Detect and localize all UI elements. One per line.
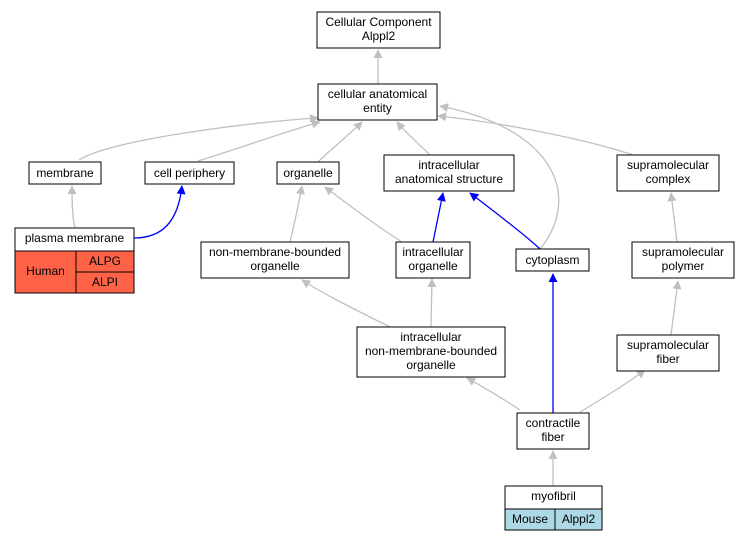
node-label-line2: complex (646, 172, 691, 186)
edge-cytoplasm-to-cae (439, 103, 560, 250)
node-myofibril[interactable]: myofibril Mouse Alppl2 (504, 485, 603, 531)
edge-smp-to-smc (667, 192, 678, 243)
edge-smc-to-cae (437, 112, 637, 157)
node-label-line1: non-membrane-bounded (209, 245, 341, 259)
node-label-line2: non-membrane-bounded (365, 344, 497, 358)
node-title: myofibril (531, 489, 576, 503)
node-label-line2: fiber (541, 430, 564, 444)
node-supramolecular-complex[interactable]: supramolecular complex (616, 154, 720, 192)
species-label: Human (26, 264, 65, 278)
node-title: plasma membrane (25, 231, 125, 245)
node-plasma-membrane[interactable]: plasma membrane Human ALPG ALPI (14, 227, 135, 294)
node-label: organelle (283, 166, 333, 180)
edge-inmbo-to-io (427, 278, 437, 328)
node-label: cytoplasm (525, 253, 579, 267)
gene-cell (554, 508, 603, 531)
node-label-line2: organelle (408, 259, 458, 273)
node-supramolecular-fiber[interactable]: supramolecular fiber (616, 334, 720, 372)
node-label-line1: contractile (526, 416, 581, 430)
node-label-line1: intracellular (400, 330, 461, 344)
node-label-line1: supramolecular (642, 245, 724, 259)
edge-membrane-to-cae (78, 113, 319, 161)
edge-inmbo-to-nmbo (301, 279, 391, 328)
node-label: membrane (36, 166, 94, 180)
edge-io-to-ias (432, 192, 446, 243)
edge-pm-to-membrane (67, 185, 77, 229)
node-label: cell periphery (154, 166, 225, 180)
edge-organelle-to-cae (317, 121, 363, 163)
node-cell-periphery[interactable]: cell periphery (144, 161, 235, 185)
node-intracellular-non-membrane-bounded-organelle[interactable]: intracellular non-membrane-bounded organ… (356, 326, 506, 378)
node-non-membrane-bounded-organelle[interactable]: non-membrane-bounded organelle (200, 241, 350, 279)
species-cell-human (14, 250, 77, 294)
node-contractile-fiber[interactable]: contractile fiber (516, 412, 590, 450)
node-cytoplasm[interactable]: cytoplasm (515, 248, 590, 272)
edge-smf-to-smp (670, 280, 682, 336)
node-intracellular-anatomical-structure[interactable]: intracellular anatomical structure (383, 154, 515, 192)
node-label-line2: polymer (662, 259, 705, 273)
species-label: Mouse (512, 512, 548, 526)
node-label-line1: intracellular (402, 245, 463, 259)
gene-label-alpi: ALPI (92, 275, 118, 289)
edge-nmbo-to-organelle (289, 185, 305, 243)
node-label-line2: entity (363, 101, 392, 115)
node-label-line1: intracellular (418, 158, 479, 172)
node-title: Cellular Component (325, 15, 432, 29)
node-label-line3: organelle (406, 358, 456, 372)
node-label-line1: cellular anatomical (328, 87, 427, 101)
node-label-line2: fiber (656, 352, 679, 366)
edge-cf-to-smf (579, 369, 646, 413)
edge-cell-periphery-to-cae (197, 119, 321, 162)
node-cellular-component[interactable]: Cellular Component Alppl2 (316, 11, 441, 49)
node-label-line1: supramolecular (627, 158, 709, 172)
edge-io-to-organelle (324, 186, 403, 243)
edge-cf-to-inmbo (466, 377, 521, 411)
node-cellular-anatomical-entity[interactable]: cellular anatomical entity (317, 83, 438, 121)
node-subtitle: Alppl2 (362, 29, 396, 43)
node-label-line1: supramolecular (627, 338, 709, 352)
node-organelle[interactable]: organelle (276, 161, 340, 185)
edge-cytoplasm-to-ias (469, 192, 541, 250)
node-supramolecular-polymer[interactable]: supramolecular polymer (631, 241, 735, 279)
node-label-line2: organelle (250, 259, 300, 273)
gene-cell (75, 271, 135, 294)
edge-pm-to-cell-periphery (133, 185, 186, 239)
node-membrane[interactable]: membrane (28, 161, 102, 185)
edge-ias-to-cae (396, 121, 431, 156)
gene-label-alpg: ALPG (89, 254, 121, 268)
gene-label-alppl2: Alppl2 (562, 512, 596, 526)
node-intracellular-organelle[interactable]: intracellular organelle (395, 241, 471, 279)
node-label-line2: anatomical structure (395, 172, 503, 186)
